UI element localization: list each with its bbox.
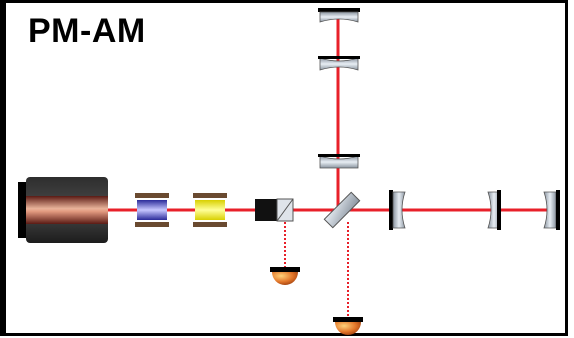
mirror-vertical-middle-icon (318, 56, 360, 71)
central-beamsplitter-icon (323, 191, 361, 229)
eom-blue-icon (135, 193, 169, 227)
mirror-vertical-input-icon (318, 154, 360, 169)
mirror-horizontal-middle-icon (487, 190, 501, 230)
laser-beams (108, 18, 550, 212)
mirror-horizontal-end-icon (543, 190, 560, 230)
detection-beams (284, 218, 349, 318)
diagram-title: PM-AM (28, 12, 146, 50)
eom-yellow-icon (193, 193, 227, 227)
photodetector-left-icon (270, 267, 300, 285)
photodetector-bottom-icon (333, 317, 363, 335)
mirror-vertical-end-icon (318, 8, 360, 23)
laser-icon (18, 177, 108, 243)
mirror-horizontal-input-icon (389, 190, 406, 230)
pickoff-beamsplitter-icon (255, 198, 294, 222)
